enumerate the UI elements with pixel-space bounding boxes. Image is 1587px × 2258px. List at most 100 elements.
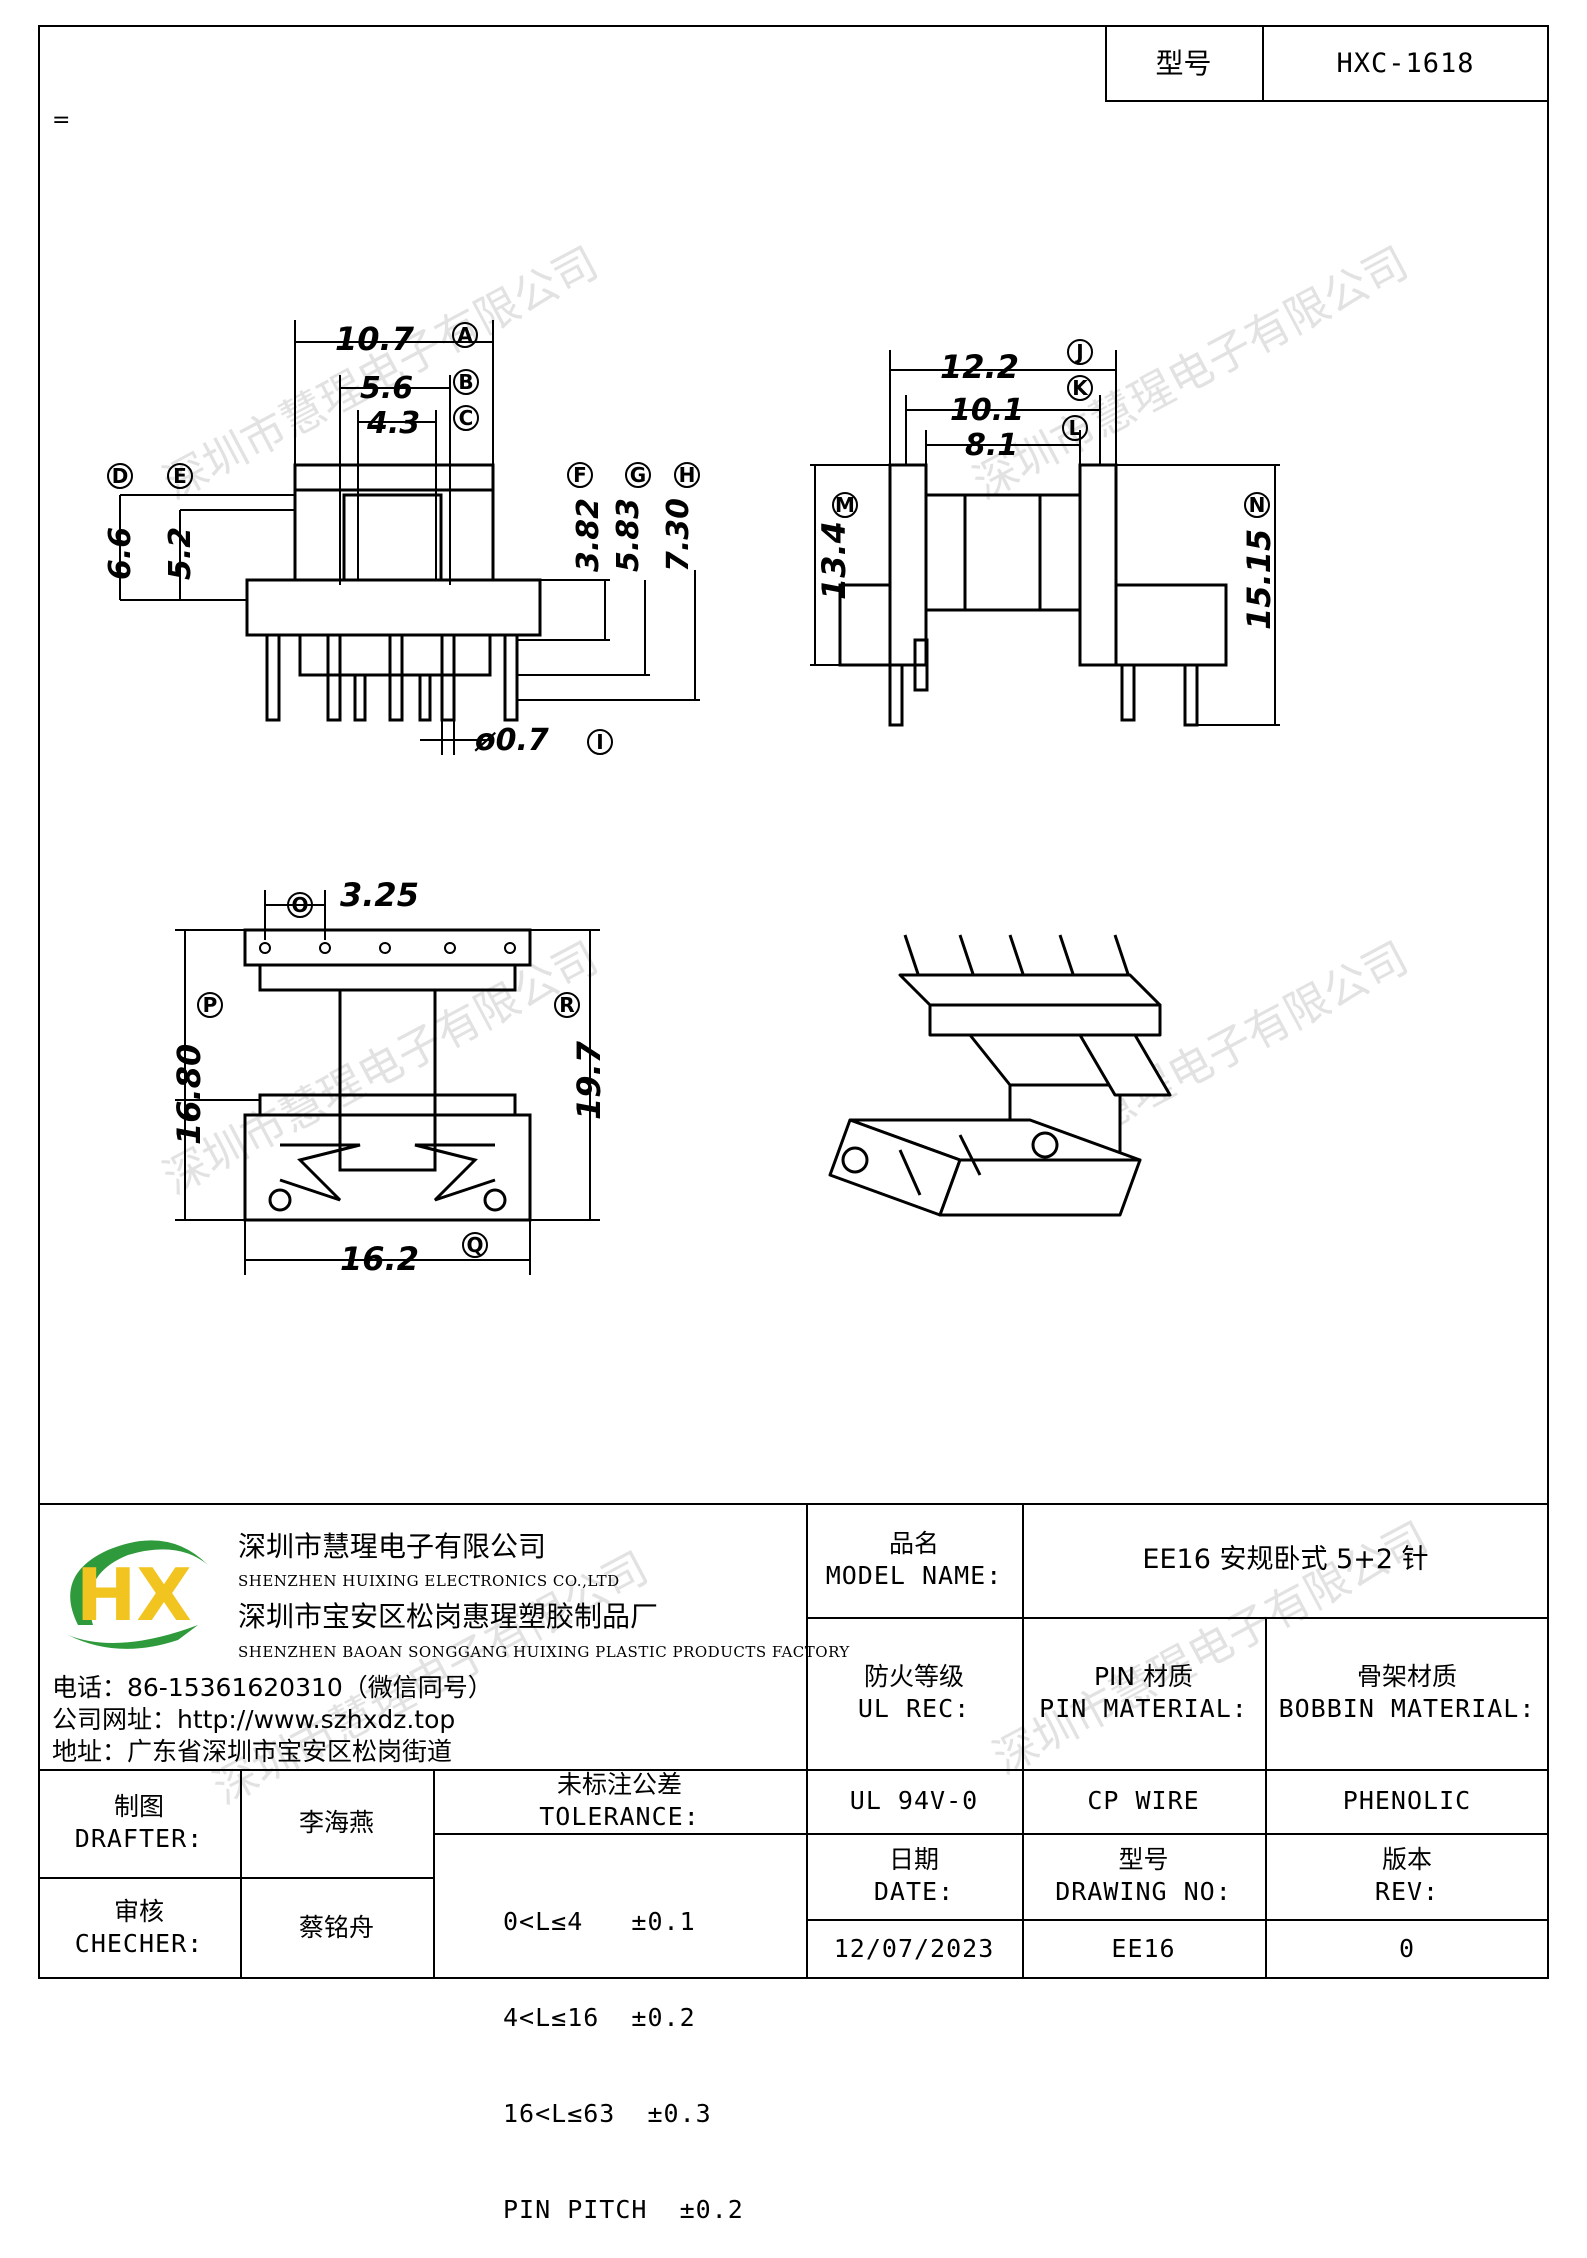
company-name-cn: 深圳市慧瑆电子有限公司 bbox=[238, 1530, 547, 1563]
top-base bbox=[243, 1113, 532, 1222]
marker-M: M bbox=[835, 493, 855, 517]
company-name-en: SHENZHEN HUIXING ELECTRONICS CO.,LTD bbox=[238, 1572, 620, 1590]
title-block-line bbox=[806, 1919, 1549, 1921]
title-block-line bbox=[433, 1833, 806, 1835]
bobbin-material-label-cn: 骨架材质 bbox=[1356, 1662, 1457, 1691]
marker-C: C bbox=[459, 406, 474, 430]
marker-D: D bbox=[112, 464, 129, 488]
ul-rec-label-cn: 防火等级 bbox=[863, 1662, 964, 1691]
tolerance-line: 4<L≤16 ±0.2 bbox=[503, 2003, 696, 2032]
company-website: 公司网址：http://www.szhxdz.top bbox=[52, 1705, 456, 1734]
title-block-line bbox=[38, 1769, 1549, 1771]
bobbin-material-label-en: BOBBIN MATERIAL: bbox=[1278, 1694, 1536, 1723]
tolerance-line: 16<L≤63 ±0.3 bbox=[503, 2099, 712, 2128]
marker-Q: Q bbox=[466, 1233, 483, 1257]
side-view-drawing: 12.2 10.1 8.1 13.4 15.15 J K L M N bbox=[810, 339, 1280, 727]
drawing-no-value: EE16 bbox=[1111, 1934, 1176, 1963]
factory-name-en: SHENZHEN BAOAN SONGGANG HUIXING PLASTIC … bbox=[238, 1643, 850, 1661]
marker-L: L bbox=[1069, 416, 1082, 440]
dim-I-value: ø0.7 bbox=[474, 723, 549, 758]
dim-E-value: 5.2 bbox=[163, 527, 198, 580]
drafter-name: 李海燕 bbox=[298, 1808, 374, 1837]
dim-M-value: 13.4 bbox=[815, 521, 853, 600]
marker-I: I bbox=[596, 730, 603, 754]
rev-label-en: REV: bbox=[1374, 1877, 1440, 1906]
drawing-no-label-cn: 型号 bbox=[1118, 1845, 1169, 1874]
dim-B-value: 5.6 bbox=[360, 371, 413, 406]
rev-label-cn: 版本 bbox=[1381, 1845, 1432, 1874]
drafter-label: 制图 DRAFTER: bbox=[38, 1769, 240, 1877]
dim-K-value: 10.1 bbox=[950, 393, 1024, 428]
marker-B: B bbox=[458, 370, 473, 394]
pin-material-label: PIN 材质 PIN MATERIAL: bbox=[1022, 1617, 1265, 1769]
title-block-divider bbox=[433, 1769, 435, 1979]
title-block-divider bbox=[1265, 1617, 1267, 1979]
pin bbox=[265, 633, 281, 722]
factory-name-cn: 深圳市宝安区松岗惠瑆塑胶制品厂 bbox=[238, 1600, 659, 1633]
ul-rec-value: UL 94V-0 bbox=[849, 1786, 979, 1815]
tolerance-label: 未标注公差 TOLERANCE: bbox=[433, 1769, 806, 1833]
marker-R: R bbox=[559, 993, 574, 1017]
marker-J: J bbox=[1074, 340, 1083, 364]
pin bbox=[503, 633, 519, 722]
dim-G-value: 5.83 bbox=[611, 498, 646, 572]
dim-C-value: 4.3 bbox=[366, 406, 420, 441]
marker-G: G bbox=[630, 463, 646, 487]
company-phone: 电话：86-15361620310（微信同号） bbox=[52, 1673, 493, 1702]
drawing-no-label-en: DRAWING NO: bbox=[1055, 1877, 1232, 1906]
dim-Q-value: 16.2 bbox=[340, 1240, 419, 1278]
checker-label: 审核 CHECHER: bbox=[38, 1877, 240, 1979]
date-value: 12/07/2023 bbox=[833, 1934, 995, 1963]
tolerance-label-cn: 未标注公差 bbox=[556, 1770, 682, 1799]
company-address: 地址：广东省深圳市宝安区松岗街道 bbox=[52, 1737, 453, 1766]
stray-mark: = bbox=[52, 108, 71, 133]
pin bbox=[440, 633, 456, 722]
header-model-label: 型号 bbox=[1155, 46, 1212, 80]
date-label-cn: 日期 bbox=[888, 1845, 939, 1874]
tolerance-label-en: TOLERANCE: bbox=[539, 1802, 700, 1831]
drawing-frame bbox=[38, 25, 1549, 1979]
company-logo: HX bbox=[68, 1540, 208, 1649]
side-flange-left bbox=[888, 463, 928, 667]
marker-N: N bbox=[1249, 493, 1266, 517]
dim-H-value: 7.30 bbox=[661, 498, 696, 572]
header-divider bbox=[1262, 25, 1264, 102]
ul-rec-label-en: UL REC: bbox=[857, 1694, 971, 1723]
top-view-drawing: 3.25 16.80 16.2 19.7 O P Q R bbox=[170, 876, 608, 1278]
title-block-line bbox=[38, 1877, 433, 1879]
rev-value: 0 bbox=[1398, 1934, 1416, 1963]
dim-D-value: 6.6 bbox=[103, 527, 138, 580]
title-block-line bbox=[806, 1617, 1549, 1619]
checker-label-en: CHECHER: bbox=[74, 1929, 204, 1958]
drafter-label-cn: 制图 bbox=[113, 1792, 164, 1821]
pin-material-label-en: PIN MATERIAL: bbox=[1039, 1694, 1248, 1723]
header-model-box bbox=[1105, 25, 1549, 102]
dim-L-value: 8.1 bbox=[965, 428, 1018, 463]
side-winding-core bbox=[924, 493, 1082, 612]
marker-O: O bbox=[291, 893, 308, 917]
pin bbox=[888, 663, 904, 727]
dim-N-value: 15.15 bbox=[1240, 529, 1278, 630]
dim-R-value: 19.7 bbox=[570, 1040, 608, 1120]
title-block-divider bbox=[240, 1769, 242, 1979]
dim-O-value: 3.25 bbox=[340, 876, 419, 914]
isometric-view-drawing bbox=[828, 934, 1172, 1217]
marker-A: A bbox=[457, 323, 473, 347]
model-name-label-en: MODEL NAME: bbox=[825, 1561, 1003, 1590]
bobbin-base bbox=[245, 578, 542, 637]
pin bbox=[388, 633, 404, 722]
dim-J-value: 12.2 bbox=[940, 348, 1019, 386]
checker-name: 蔡铭舟 bbox=[298, 1913, 374, 1942]
tolerance-line: PIN PITCH ±0.2 bbox=[503, 2195, 744, 2224]
header-model-value: HXC-1618 bbox=[1336, 47, 1475, 79]
marker-F: F bbox=[573, 463, 587, 487]
side-flange-right bbox=[1078, 463, 1118, 667]
pin-material-label-cn: PIN 材质 bbox=[1093, 1662, 1194, 1691]
ul-rec-label: 防火等级 UL REC: bbox=[806, 1617, 1022, 1769]
top-pin-rail bbox=[243, 928, 532, 967]
title-block-top bbox=[38, 1503, 1549, 1505]
bobbin-material-value: PHENOLIC bbox=[1342, 1786, 1472, 1815]
tolerance-line: 0<L≤4 ±0.1 bbox=[503, 1907, 696, 1936]
marker-P: P bbox=[203, 993, 218, 1017]
date-label-en: DATE: bbox=[873, 1877, 955, 1906]
